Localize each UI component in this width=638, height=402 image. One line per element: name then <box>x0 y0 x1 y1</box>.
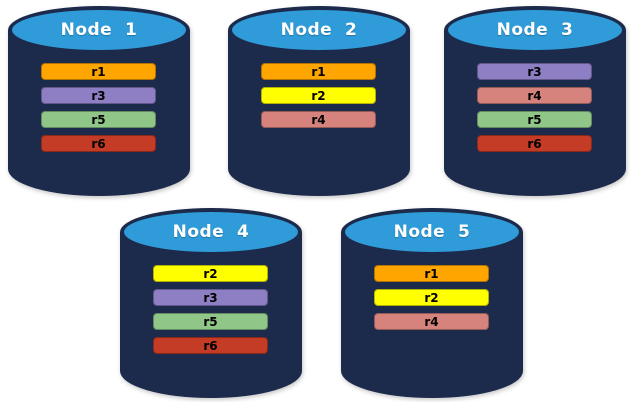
replica-label: r1 <box>424 266 439 281</box>
replica-bar: r5 <box>41 111 156 128</box>
replica-bar: r1 <box>41 63 156 80</box>
replica-bar: r4 <box>261 111 376 128</box>
node-label: Node 2 <box>280 20 358 40</box>
replica-bar: r6 <box>41 135 156 152</box>
database-node: Node 4 r2 r3 r5 r6 <box>120 208 302 398</box>
replica-label: r2 <box>203 266 218 281</box>
replica-label: r1 <box>311 64 326 79</box>
node-label: Node 3 <box>496 20 574 40</box>
replica-label: r4 <box>311 112 326 127</box>
database-node: Node 2 r1 r2 r4 <box>228 6 410 196</box>
replica-label: r2 <box>424 290 439 305</box>
replica-bar: r5 <box>153 313 268 330</box>
replica-label: r4 <box>527 88 542 103</box>
replica-label: r3 <box>91 88 106 103</box>
replica-bar: r1 <box>261 63 376 80</box>
replica-label: r6 <box>203 338 218 353</box>
replica-bar: r4 <box>374 313 489 330</box>
replica-label: r3 <box>203 290 218 305</box>
node-label: Node 4 <box>172 222 250 242</box>
replica-bar: r3 <box>477 63 592 80</box>
replica-label: r1 <box>91 64 106 79</box>
replica-label: r6 <box>91 136 106 151</box>
replica-bar: r6 <box>153 337 268 354</box>
replica-bar: r2 <box>261 87 376 104</box>
replica-bar: r4 <box>477 87 592 104</box>
cylinder-top-ellipse: Node 3 <box>444 6 626 54</box>
database-node: Node 1 r1 r3 r5 r6 <box>8 6 190 196</box>
replica-list: r3 r4 r5 r6 <box>477 63 592 152</box>
replica-bar: r2 <box>153 265 268 282</box>
replica-list: r1 r2 r4 <box>261 63 376 128</box>
replica-list: r2 r3 r5 r6 <box>153 265 268 354</box>
cylinder-top-ellipse: Node 4 <box>120 208 302 256</box>
replica-bar: r1 <box>374 265 489 282</box>
database-node: Node 3 r3 r4 r5 r6 <box>444 6 626 196</box>
replica-label: r5 <box>203 314 218 329</box>
replica-bar: r5 <box>477 111 592 128</box>
replica-list: r1 r2 r4 <box>374 265 489 330</box>
replica-label: r5 <box>91 112 106 127</box>
replica-label: r3 <box>527 64 542 79</box>
cylinder-top-ellipse: Node 1 <box>8 6 190 54</box>
replica-label: r2 <box>311 88 326 103</box>
replica-bar: r3 <box>153 289 268 306</box>
cylinder-top-ellipse: Node 2 <box>228 6 410 54</box>
replica-bar: r2 <box>374 289 489 306</box>
cylinder-top-ellipse: Node 5 <box>341 208 523 256</box>
node-label: Node 5 <box>393 222 471 242</box>
replica-label: r6 <box>527 136 542 151</box>
replica-label: r4 <box>424 314 439 329</box>
replica-bar: r6 <box>477 135 592 152</box>
replica-list: r1 r3 r5 r6 <box>41 63 156 152</box>
replica-label: r5 <box>527 112 542 127</box>
node-label: Node 1 <box>60 20 138 40</box>
database-node: Node 5 r1 r2 r4 <box>341 208 523 398</box>
replica-bar: r3 <box>41 87 156 104</box>
